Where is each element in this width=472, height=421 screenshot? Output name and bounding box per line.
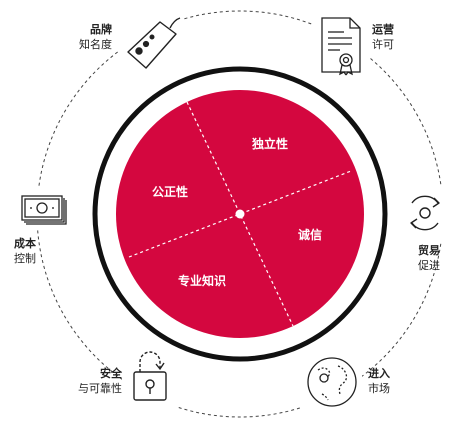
divider-line-b: [128, 170, 352, 258]
cost-label: 成本 控制: [14, 236, 36, 266]
divider-line-a: [186, 101, 294, 327]
trade-subtitle: 促进: [418, 259, 440, 272]
security-label: 安全 与可靠性: [64, 366, 122, 396]
price-tag-icon: [127, 17, 181, 69]
brand-label: 品牌 知名度: [70, 22, 112, 52]
market-subtitle: 市场: [368, 382, 390, 395]
brand-subtitle: 知名度: [79, 38, 112, 51]
security-subtitle: 与可靠性: [78, 382, 122, 395]
certificate-icon: [321, 17, 361, 76]
operations-title: 运营: [372, 23, 394, 36]
quadrant-label-expertise: 专业知识: [178, 274, 227, 288]
cycle-arrows-icon: [410, 195, 440, 231]
center-dot: [235, 209, 245, 219]
market-label: 进入 市场: [368, 366, 390, 396]
trade-label: 贸易 促进: [418, 243, 440, 273]
operations-subtitle: 许可: [372, 38, 394, 51]
quadrant-label-integrity: 诚信: [298, 228, 323, 242]
banknotes-icon: [21, 195, 67, 225]
trade-title: 贸易: [418, 244, 440, 257]
cost-title: 成本: [14, 237, 36, 250]
operations-label: 运营 许可: [372, 22, 394, 52]
padlock-icon: [133, 351, 167, 401]
quadrant-label-independence: 独立性: [252, 137, 289, 151]
market-title: 进入: [368, 367, 390, 380]
security-title: 安全: [100, 367, 122, 380]
quadrant-label-fairness: 公正性: [152, 185, 189, 199]
globe-pin-icon: [307, 357, 357, 407]
brand-title: 品牌: [90, 23, 112, 36]
cost-subtitle: 控制: [14, 252, 36, 265]
